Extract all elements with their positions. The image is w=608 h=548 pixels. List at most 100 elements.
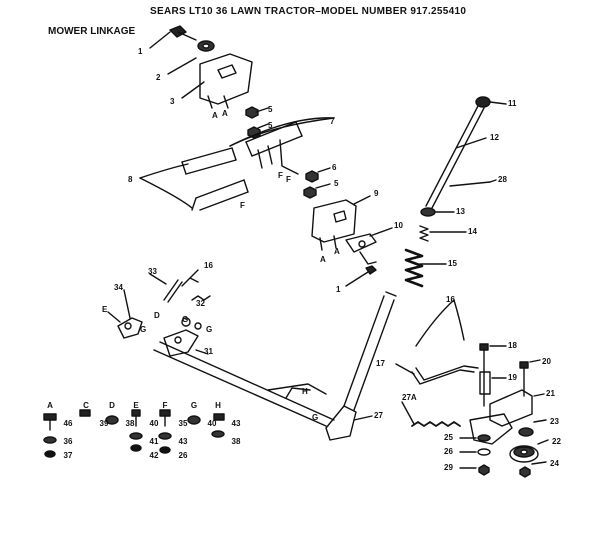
callout-label: 12 [490,133,499,142]
callout-label: 5 [268,121,273,130]
callout-label: 29 [444,463,453,472]
nut-part [245,106,259,119]
nut-part [478,464,490,476]
spacer-part [479,371,491,395]
callout-label: A [222,109,228,118]
legend-label: 40 [150,419,159,428]
callout-label: 16 [446,295,455,304]
callout-label: G [206,325,212,334]
callout-label: 32 [196,299,205,308]
callout-label: D [154,311,160,320]
lever-part [345,233,377,265]
callout-label: F [286,175,291,184]
lift-arm-part [153,291,397,441]
callout-label: 25 [444,433,453,442]
callout-label: 26 [444,447,453,456]
legend-label: 35 [179,419,188,428]
legend-label: F [163,401,168,410]
washer-part [477,448,491,456]
callout-label: 15 [448,259,457,268]
spring-part [191,295,211,301]
legend-label: 40 [208,419,217,428]
callout-label: F [278,171,283,180]
callout-label: 33 [148,267,157,276]
nut-part [305,170,319,183]
callout-label: E [102,305,108,314]
arm-part [117,317,143,339]
callout-label: G [312,413,318,422]
mounting-bracket-part [199,53,253,109]
callout-label: 6 [332,163,337,172]
callout-label: 11 [508,99,517,108]
callout-label: 34 [114,283,123,292]
legend-label: 43 [179,437,188,446]
legend-label: 38 [232,437,241,446]
callout-label: 3 [170,97,175,106]
legend-label: A [47,401,53,410]
callout-label: 1 [336,285,341,294]
legend-label: H [215,401,221,410]
callout-label: A [212,111,218,120]
mounting-bracket-part [311,199,357,251]
washer-part [477,434,491,442]
legend-label: D [109,401,115,410]
legend-label: G [191,401,197,410]
clip-part [181,277,199,287]
callout-label: 5 [268,105,273,114]
section-subtitle: MOWER LINKAGE [48,26,136,37]
idler-pulley-part [509,445,539,463]
spring-part [419,225,429,242]
pin-part [163,279,183,303]
washer-part [197,40,215,52]
legend-label: 39 [100,419,109,428]
callout-label: 2 [156,73,161,82]
legend-label: C [83,401,89,410]
legend-label: 46 [64,419,73,428]
callout-label: 22 [552,437,561,446]
callout-label: 8 [128,175,133,184]
legend-label: 38 [126,419,135,428]
callout-label: H [302,387,308,396]
legend-label: 42 [150,451,159,460]
legend-label: E [133,401,139,410]
callout-label: 20 [542,357,551,366]
bolt-part [345,265,377,287]
callout-label: 16 [204,261,213,270]
idler-bracket-part [469,389,533,445]
callout-label: A [320,255,326,264]
callout-label: G [140,325,146,334]
callout-label: 9 [374,189,379,198]
lift-link-part [181,147,249,211]
spring-part [411,421,461,427]
callout-label: 27 [374,411,383,420]
callout-label: 24 [550,459,559,468]
callout-label: 10 [394,221,403,230]
bolt-part [479,343,489,407]
page-title: SEARS LT10 36 LAWN TRACTOR–MODEL NUMBER … [150,6,467,17]
callout-label: A [334,247,340,256]
nut-part [303,186,317,199]
callout-label: 23 [550,417,559,426]
callout-label: 7 [330,117,335,126]
legend-label: 37 [64,451,73,460]
legend-label: 36 [64,437,73,446]
callout-label: 31 [204,347,213,356]
callout-label: 5 [334,179,339,188]
legend-label: 26 [179,451,188,460]
washer-part [420,207,436,217]
callout-label: 19 [508,373,517,382]
nut-part [519,466,531,478]
callout-label: 14 [468,227,477,236]
callout-label: G [182,315,188,324]
callout-label: 13 [456,207,465,216]
bolt-part [169,25,197,41]
washer-part [518,427,534,437]
arm-part [163,329,199,357]
pin-part [449,181,491,187]
lift-rod-part [425,96,491,209]
washer-part [194,322,202,330]
spring-part [404,248,424,288]
hardware-legend [43,409,225,458]
callout-label: 17 [376,359,385,368]
